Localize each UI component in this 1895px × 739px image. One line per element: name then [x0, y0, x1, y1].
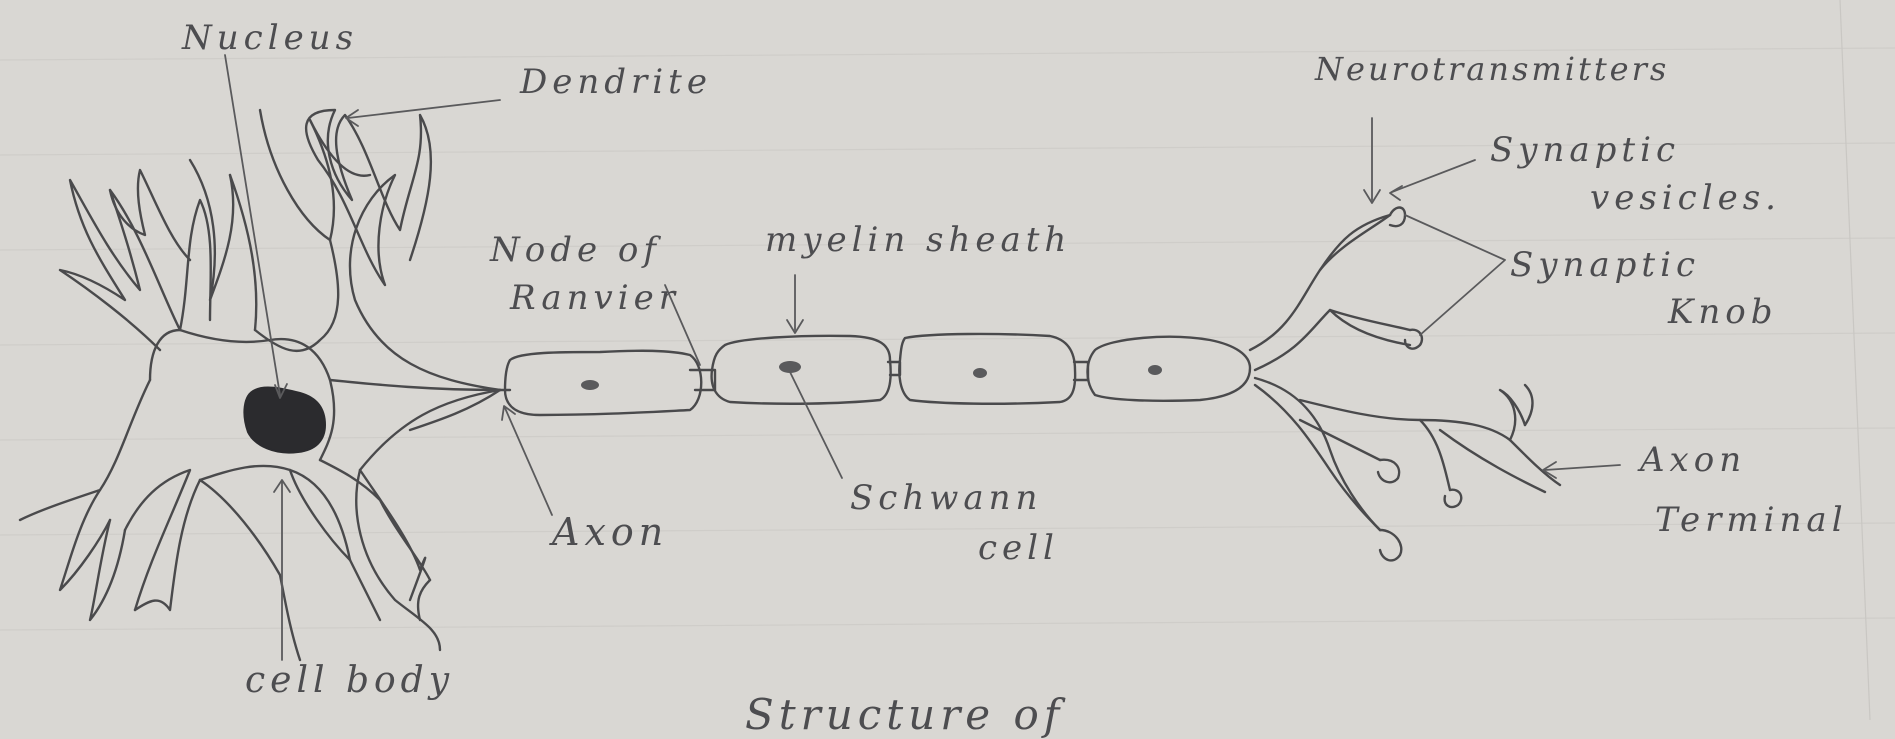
- paper-ruling: [0, 0, 1895, 720]
- axon-shape: [500, 334, 1250, 415]
- label-synaptic-knob-line2: Knob: [1668, 292, 1778, 332]
- label-myelin-sheath: myelin sheath: [765, 220, 1071, 260]
- label-axon: Axon: [552, 510, 668, 554]
- label-nucleus: Nucleus: [182, 18, 358, 58]
- label-synaptic-knob-line1: Synaptic: [1510, 245, 1700, 285]
- cell-body-shape: [20, 110, 500, 660]
- label-cell-body: cell body: [245, 660, 454, 701]
- label-schwann-cell-line1: Schwann: [850, 478, 1042, 518]
- label-synaptic-vesicles-line1: Synaptic: [1490, 130, 1680, 170]
- label-neurotransmitters: Neurotransmitters: [1315, 50, 1669, 88]
- neuron-drawing: [0, 0, 1895, 720]
- label-dendrite: Dendrite: [520, 62, 712, 102]
- label-synaptic-vesicles-line2: vesicles.: [1590, 178, 1781, 218]
- nucleus-shape: [244, 387, 325, 452]
- label-axon-terminal-line2: Terminal: [1655, 500, 1848, 540]
- caption-partial: Structure of: [745, 690, 1064, 739]
- label-schwann-cell-line2: cell: [978, 528, 1059, 568]
- label-axon-terminal-line1: Axon: [1640, 440, 1746, 480]
- label-node-of-ranvier-line2: Ranvier: [510, 278, 680, 318]
- neuron-diagram: Nucleus Dendrite Neurotransmitters Synap…: [0, 0, 1895, 720]
- label-node-of-ranvier-line1: Node of: [490, 230, 661, 270]
